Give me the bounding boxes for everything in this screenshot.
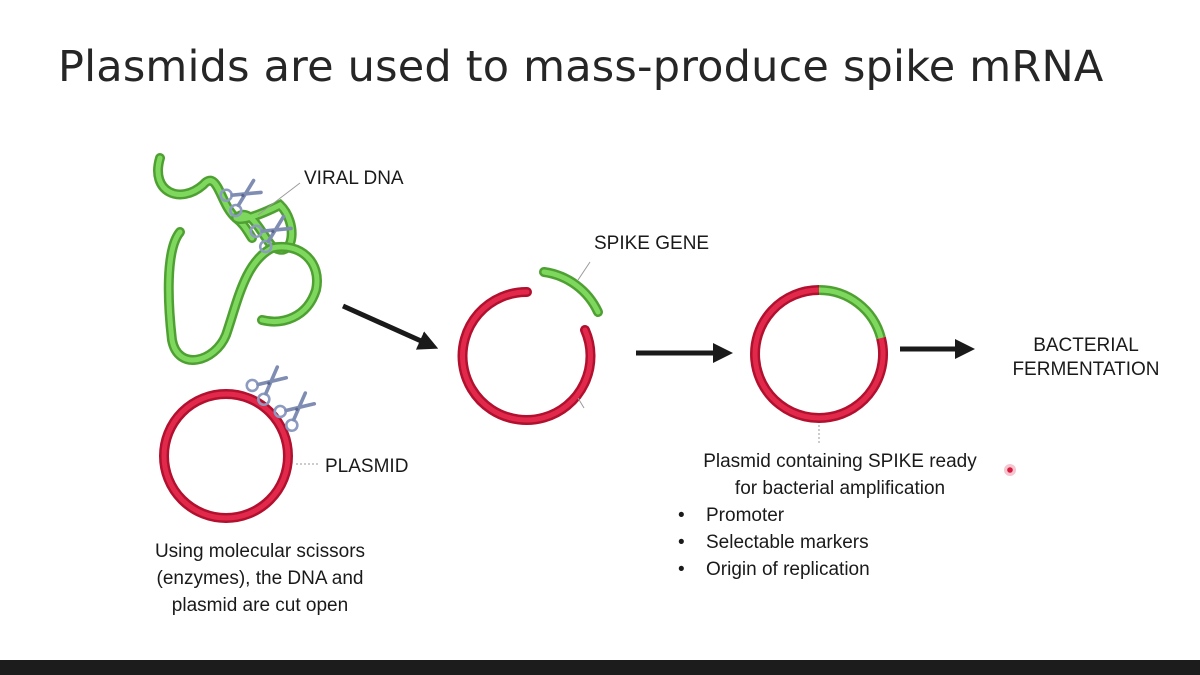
cursor-pointer-icon: [1004, 464, 1016, 476]
list-item: Selectable markers: [676, 529, 870, 556]
spike-gene-fragment: [539, 267, 603, 317]
bacterial-fermentation-label: BACTERIAL FERMENTATION: [1012, 335, 1160, 380]
bottom-bar: [0, 660, 1200, 675]
spike-gene-leader: [577, 261, 591, 281]
list-item: Promoter: [676, 502, 870, 529]
plasmid-ring: [159, 389, 293, 523]
open-plasmid: [457, 286, 596, 425]
open-plasmid-leader: [577, 397, 585, 409]
viral-dna-leader: [257, 182, 301, 216]
viral-dna-strand: [153, 153, 322, 365]
plasmid-features-list: Promoter Selectable markers Origin of re…: [676, 502, 870, 583]
viral-dna-label: VIRAL DNA: [304, 168, 404, 189]
cut-open-caption: Using molecular scissors (enzymes), the …: [154, 541, 366, 616]
slide-title: Plasmids are used to mass-produce spike …: [58, 42, 1104, 92]
plasmid-label: PLASMID: [325, 456, 409, 477]
spike-ready-caption: Plasmid containing SPIKE ready for bacte…: [703, 451, 977, 499]
arrow-to-open-plasmid: [341, 303, 439, 350]
recombinant-plasmid: [750, 285, 888, 423]
spike-gene-label: SPIKE GENE: [594, 233, 710, 254]
list-item: Origin of replication: [676, 556, 870, 583]
